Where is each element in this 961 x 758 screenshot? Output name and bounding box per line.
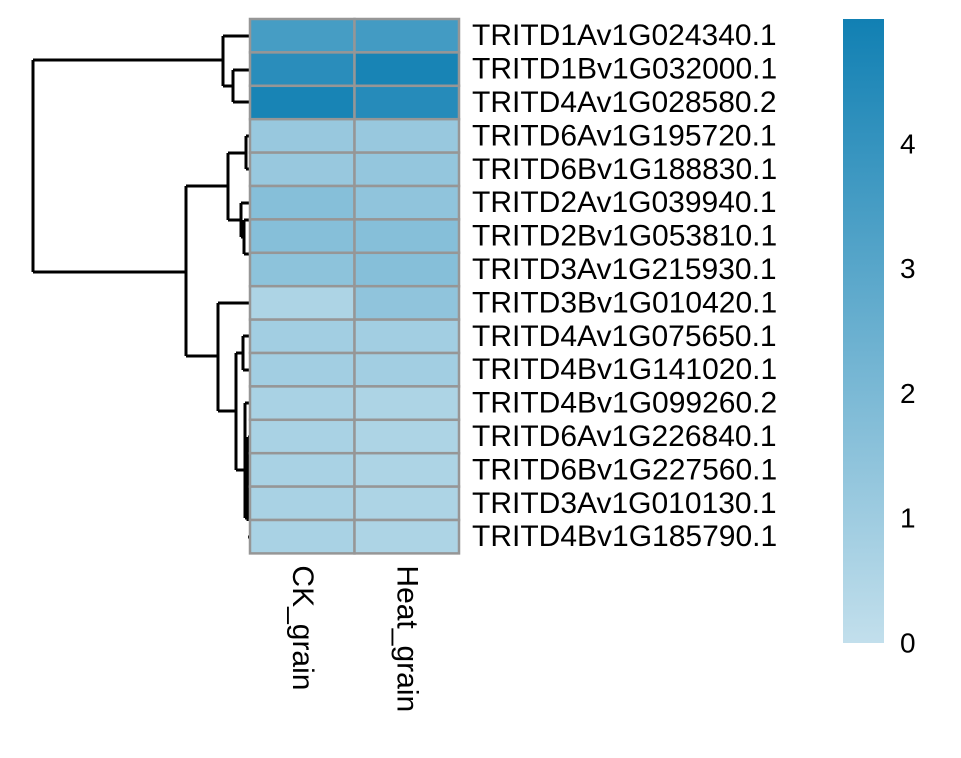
color-legend-bar	[843, 19, 884, 643]
heatmap-cell	[248, 418, 356, 455]
heatmap-cell	[353, 251, 461, 288]
row-label: TRITD3Bv1G010420.1	[472, 286, 777, 319]
heatmap-cell	[353, 117, 461, 154]
heatmap-cell	[353, 51, 461, 88]
row-label: TRITD4Bv1G099260.2	[472, 387, 777, 420]
heatmap-cell	[353, 485, 461, 522]
heatmap-cell	[353, 351, 461, 388]
row-label: TRITD4Bv1G141020.1	[472, 353, 777, 386]
legend-tick-label: 3	[900, 253, 916, 284]
row-label: TRITD6Bv1G188830.1	[472, 153, 777, 186]
heatmap-cell	[248, 518, 356, 555]
heatmap-cell	[248, 218, 356, 255]
column-label: CK_grain	[286, 565, 319, 690]
row-label: TRITD4Av1G028580.2	[472, 86, 777, 119]
column-label: Heat_grain	[390, 565, 423, 712]
heatmap-cell	[353, 17, 461, 54]
column-labels: CK_grain Heat_grain	[286, 565, 424, 712]
row-label: TRITD1Av1G024340.1	[472, 19, 777, 52]
row-label: TRITD6Bv1G227560.1	[472, 453, 777, 486]
heatmap-cell	[248, 17, 356, 54]
row-label: TRITD3Av1G215930.1	[472, 253, 777, 286]
heatmap-cell	[248, 184, 356, 221]
heatmap-cell	[248, 84, 356, 121]
heatmap-cell	[248, 151, 356, 188]
row-label: TRITD2Av1G039940.1	[472, 186, 777, 219]
heatmap-cell	[353, 84, 461, 121]
heatmap-cell	[353, 418, 461, 455]
heatmap-cell	[353, 518, 461, 555]
row-label: TRITD3Av1G010130.1	[472, 487, 777, 520]
row-dendrogram	[31, 34, 250, 539]
heatmap-cells	[248, 17, 461, 555]
heatmap-cell	[248, 485, 356, 522]
row-label: TRITD1Bv1G032000.1	[472, 53, 777, 86]
legend-tick-label: 1	[900, 503, 916, 534]
heatmap-cell	[353, 318, 461, 355]
legend-tick-label: 4	[900, 128, 916, 159]
heatmap-cell	[248, 117, 356, 154]
heatmap-cell	[248, 351, 356, 388]
row-label: TRITD2Bv1G053810.1	[472, 220, 777, 253]
row-label: TRITD4Bv1G185790.1	[472, 520, 777, 553]
heatmap-cell	[248, 385, 356, 422]
heatmap-cell	[353, 151, 461, 188]
legend-tick-label: 2	[900, 378, 916, 409]
heatmap-cell	[248, 318, 356, 355]
heatmap-cell	[248, 51, 356, 88]
heatmap-cell	[353, 284, 461, 321]
row-labels: TRITD1Av1G024340.1TRITD1Bv1G032000.1TRIT…	[472, 19, 777, 553]
heatmap-cell	[248, 251, 356, 288]
heatmap-cell	[353, 184, 461, 221]
heatmap-cell	[248, 451, 356, 488]
legend-tick-label: 0	[900, 628, 916, 659]
heatmap-cell	[353, 385, 461, 422]
heatmap-cell	[248, 284, 356, 321]
row-label: TRITD4Av1G075650.1	[472, 320, 777, 353]
row-label: TRITD6Av1G195720.1	[472, 119, 777, 152]
heatmap-cell	[353, 451, 461, 488]
row-label: TRITD6Av1G226840.1	[472, 420, 777, 453]
color-legend: 0 1 2 3 4	[843, 19, 916, 659]
heatmap-cell	[353, 218, 461, 255]
